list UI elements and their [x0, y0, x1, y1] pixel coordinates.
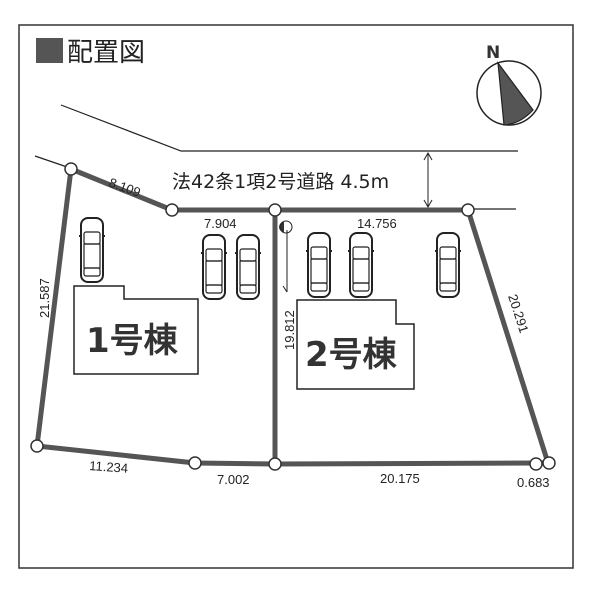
car-icon [347, 232, 375, 298]
building-1-footprint [73, 285, 199, 375]
corner-markers [30, 162, 556, 471]
divider-dimension-arrow [282, 230, 288, 293]
car-icon [305, 232, 333, 298]
car-icon [200, 234, 228, 300]
road-label: 法42条1項2号道路 4.5m [172, 171, 389, 193]
dim-top-lot1: 7.904 [204, 216, 237, 231]
north-compass-icon: N [476, 43, 542, 126]
dim-top-lot2: 14.756 [357, 216, 397, 231]
dim-bottom-left-diag: 11.234 [89, 458, 129, 476]
dim-right-side: 20.291 [505, 292, 532, 334]
car-icon [78, 217, 106, 283]
road-width-arrow [423, 151, 433, 209]
dim-bottom-corner: 0.683 [517, 475, 550, 490]
car-icon [434, 232, 462, 298]
title-square-icon [36, 38, 63, 63]
building-1-label: 1号棟 [86, 321, 179, 361]
dim-top-left-diag: 8.109 [107, 175, 143, 200]
marker-outline [279, 220, 293, 234]
building-2-label: 2号棟 [305, 335, 398, 375]
road-lines [34, 104, 518, 210]
dim-left-side: 21.587 [37, 278, 52, 318]
parking-lot2 [305, 232, 462, 298]
dim-bottom-lot1: 7.002 [217, 472, 250, 487]
diagram-frame [18, 24, 574, 569]
north-label: N [486, 43, 500, 63]
dim-divider: 19.812 [282, 310, 297, 350]
dim-bottom-lot2: 20.175 [380, 471, 420, 486]
car-icon [234, 234, 262, 300]
diagram-title: 配置図 [67, 38, 145, 68]
building-2-footprint [296, 299, 415, 390]
